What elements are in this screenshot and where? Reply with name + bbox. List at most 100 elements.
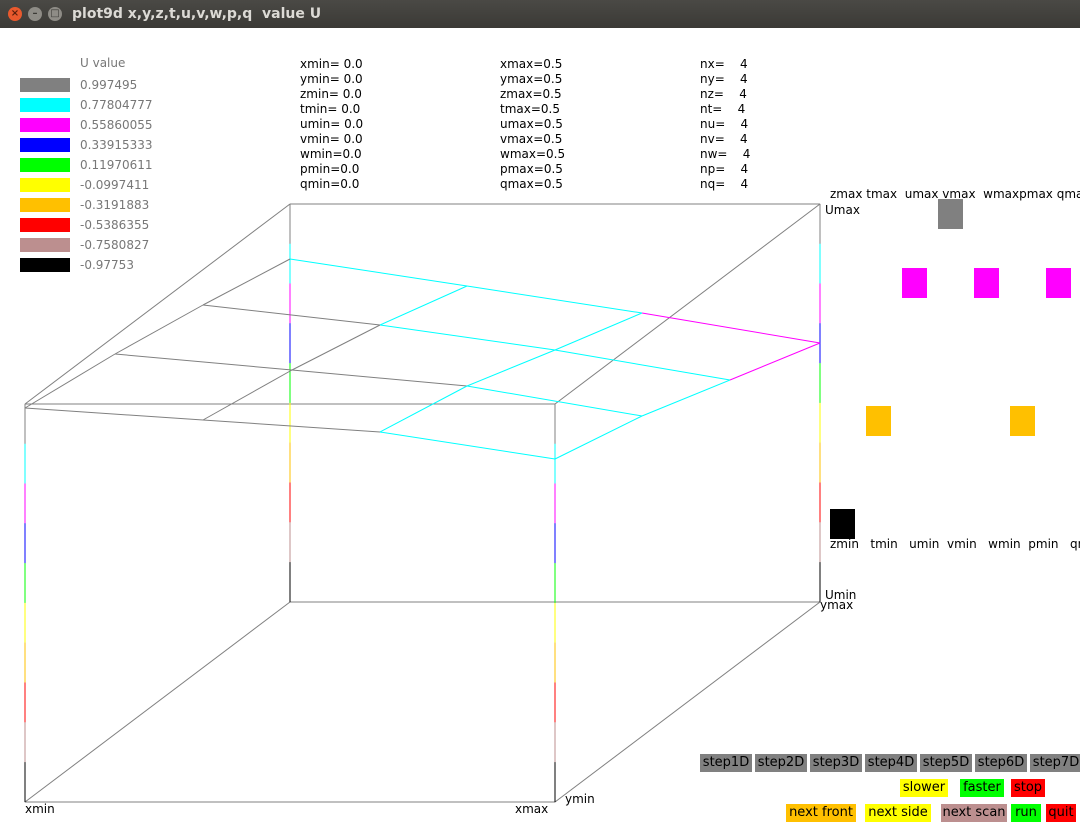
legend-label: 0.997495 xyxy=(80,78,138,92)
surface-grid xyxy=(24,258,821,460)
min-value: vmin= 0.0 xyxy=(300,132,363,146)
surface-line xyxy=(379,385,468,433)
surface-line xyxy=(641,379,731,417)
close-icon[interactable]: × xyxy=(8,7,22,21)
surface-line xyxy=(202,419,381,433)
legend-swatch xyxy=(20,238,70,252)
legend-swatch xyxy=(20,98,70,112)
step-button-1[interactable]: step1D xyxy=(700,754,752,772)
count-value: nq= 4 xyxy=(700,177,749,191)
max-value: vmax=0.5 xyxy=(500,132,563,146)
count-value: nu= 4 xyxy=(700,117,749,131)
dim-marker xyxy=(1046,268,1071,298)
surface-line xyxy=(289,258,468,287)
surface-line xyxy=(291,369,468,387)
min-value: pmin=0.0 xyxy=(300,162,360,176)
xmin-label: xmin xyxy=(25,802,55,816)
next-side-button[interactable]: next side xyxy=(865,804,931,822)
min-value: qmin=0.0 xyxy=(300,177,360,191)
xmax-label: xmax xyxy=(515,802,549,816)
surface-line xyxy=(466,285,643,314)
legend-label: 0.55860055 xyxy=(80,118,153,132)
count-value: nv= 4 xyxy=(700,132,748,146)
box-edge xyxy=(554,601,821,803)
step-button-2[interactable]: step2D xyxy=(755,754,807,772)
minimize-icon[interactable]: – xyxy=(28,7,42,21)
max-value: qmax=0.5 xyxy=(500,177,563,191)
next-front-button[interactable]: next front xyxy=(786,804,856,822)
dim-marker xyxy=(902,268,927,298)
legend-swatch xyxy=(20,198,70,212)
step-button-3[interactable]: step3D xyxy=(810,754,862,772)
legend-swatch xyxy=(20,158,70,172)
umax-label: Umax xyxy=(825,203,860,217)
ymax-label: ymax xyxy=(820,598,854,612)
surface-line xyxy=(202,369,293,421)
max-value: tmax=0.5 xyxy=(500,102,560,116)
count-value: np= 4 xyxy=(700,162,749,176)
surface-line xyxy=(729,342,821,381)
count-value: ny= 4 xyxy=(700,72,748,86)
legend-label: -0.3191883 xyxy=(80,198,150,212)
window-titlebar: × – □ plot9d x,y,z,t,u,v,w,p,q value U xyxy=(0,0,1080,28)
surface-line xyxy=(24,407,204,421)
umin-label: Umin xyxy=(825,588,857,602)
step-button-5[interactable]: step5D xyxy=(920,754,972,772)
dim-marker xyxy=(830,509,855,539)
stop-button[interactable]: stop xyxy=(1011,779,1045,797)
surface-line xyxy=(114,304,204,355)
min-value: ymin= 0.0 xyxy=(300,72,363,86)
legend-swatch xyxy=(20,138,70,152)
wireframe-plot xyxy=(24,203,821,803)
dim-marker xyxy=(974,268,999,298)
ymin-label: ymin xyxy=(565,792,595,806)
max-value: ymax=0.5 xyxy=(500,72,563,86)
box-edge xyxy=(554,203,821,405)
surface-line xyxy=(202,304,381,326)
surface-line xyxy=(466,385,643,417)
count-value: nz= 4 xyxy=(700,87,747,101)
min-value: wmin=0.0 xyxy=(300,147,362,161)
run-button[interactable]: run xyxy=(1011,804,1041,822)
surface-line xyxy=(554,349,731,381)
dim-marker xyxy=(938,199,963,229)
dims-bottom-labels: zmin tmin umin vmin wmin pmin qmin xyxy=(830,537,1080,551)
surface-line xyxy=(379,285,468,326)
max-value: pmax=0.5 xyxy=(500,162,563,176)
legend-label: -0.7580827 xyxy=(80,238,150,252)
min-value: tmin= 0.0 xyxy=(300,102,361,116)
surface-line xyxy=(202,258,291,306)
box-edge xyxy=(24,601,291,803)
quit-button[interactable]: quit xyxy=(1046,804,1076,822)
max-value: wmax=0.5 xyxy=(500,147,566,161)
step-button-7[interactable]: step7D xyxy=(1030,754,1080,772)
legend-label: -0.0997411 xyxy=(80,178,150,192)
legend-label: -0.97753 xyxy=(80,258,134,272)
surface-line xyxy=(379,324,556,351)
surface-line xyxy=(114,353,293,371)
faster-button[interactable]: faster xyxy=(960,779,1004,797)
surface-line xyxy=(379,431,556,460)
min-value: xmin= 0.0 xyxy=(300,57,363,71)
surface-line xyxy=(24,353,116,409)
legend-label: 0.33915333 xyxy=(80,138,153,152)
dims-top-labels: zmax tmax umax vmax wmaxpmax qmax xyxy=(830,187,1080,201)
maximize-icon[interactable]: □ xyxy=(48,7,62,21)
legend-swatch xyxy=(20,118,70,132)
dim-marker xyxy=(866,406,891,436)
slower-button[interactable]: slower xyxy=(900,779,948,797)
axis-color-ticks xyxy=(24,203,821,803)
count-value: nw= 4 xyxy=(700,147,751,161)
min-value: zmin= 0.0 xyxy=(300,87,362,101)
count-value: nt= 4 xyxy=(700,102,746,116)
surface-line xyxy=(466,349,556,387)
step-button-6[interactable]: step6D xyxy=(975,754,1027,772)
step-button-4[interactable]: step4D xyxy=(865,754,917,772)
next-scan-button[interactable]: next scan xyxy=(941,804,1007,822)
count-value: nx= 4 xyxy=(700,57,748,71)
legend-label: -0.5386355 xyxy=(80,218,150,232)
legend-swatch xyxy=(20,178,70,192)
legend-heading: U value xyxy=(80,56,126,70)
surface-line xyxy=(554,312,643,351)
